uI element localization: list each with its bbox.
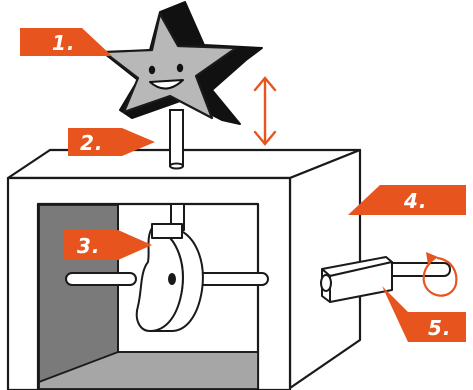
rod-upper	[170, 110, 183, 166]
callout-1: 1.	[20, 28, 112, 56]
shaft-outside	[384, 263, 450, 276]
callout-4-label: 4.	[403, 189, 428, 213]
shaft-left	[66, 273, 136, 285]
callout-4: 4.	[348, 185, 466, 215]
double-headed-arrow-icon	[255, 78, 275, 144]
callout-2-label: 2.	[80, 131, 104, 155]
star-left-eye	[149, 66, 155, 74]
callout-5-shape	[382, 286, 466, 342]
star-right-eye	[177, 64, 183, 72]
callout-5-label: 5.	[428, 316, 452, 340]
cam-follower	[152, 224, 182, 238]
handle-face	[321, 275, 331, 291]
smiling-star-icon	[104, 2, 262, 124]
callout-5: 5.	[382, 286, 466, 342]
vertical-rod	[170, 110, 183, 169]
callout-1-label: 1.	[52, 31, 76, 55]
cam-hub	[168, 273, 176, 285]
rod-base	[170, 164, 183, 169]
callout-3-label: 3.	[77, 234, 101, 258]
